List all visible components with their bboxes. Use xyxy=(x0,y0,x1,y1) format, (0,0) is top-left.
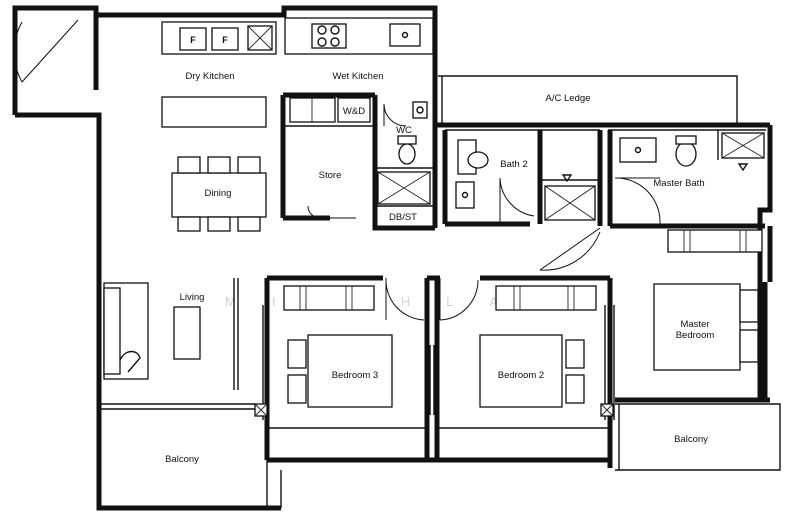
label-wc: WC xyxy=(396,125,412,136)
outer-walls xyxy=(12,5,773,511)
entrance-door xyxy=(13,19,79,83)
wd-fixtures xyxy=(289,97,371,123)
label-dry-kitchen: Dry Kitchen xyxy=(185,71,234,82)
store-door xyxy=(307,205,356,219)
label-living: Living xyxy=(180,292,205,303)
label-db-st: DB/ST xyxy=(389,212,417,223)
bedroom-walls xyxy=(264,226,773,468)
label-store: Store xyxy=(319,170,342,181)
label-balcony-right: Balcony xyxy=(674,434,708,445)
room-labels: Dry Kitchen Wet Kitchen A/C Ledge W&D WC… xyxy=(165,71,714,465)
balcony-left-outline xyxy=(99,403,282,508)
label-balcony-left: Balcony xyxy=(165,454,199,465)
master-bath-walls xyxy=(607,129,766,229)
label-wd: W&D xyxy=(343,106,365,117)
bath2-walls xyxy=(442,129,603,227)
ac-ledge-outline xyxy=(438,75,738,125)
label-master-bedroom-line1: Master xyxy=(680,319,709,330)
balcony-right-outline xyxy=(615,403,781,471)
bedroom3-furniture xyxy=(283,277,425,408)
corridor-door xyxy=(539,227,601,271)
bath2-fixtures xyxy=(455,139,596,222)
kitchen-island xyxy=(161,96,267,128)
label-bedroom2: Bedroom 2 xyxy=(498,370,544,381)
fridge-label-a: F xyxy=(190,35,196,45)
label-wet-kitchen: Wet Kitchen xyxy=(332,71,383,82)
label-bath2: Bath 2 xyxy=(500,159,527,170)
fridge-label-b: F xyxy=(222,35,228,45)
living-furniture xyxy=(103,278,239,390)
bedroom2-furniture xyxy=(439,278,597,408)
dining-table xyxy=(171,156,267,232)
label-ac-ledge: A/C Ledge xyxy=(546,93,591,104)
label-master-bath: Master Bath xyxy=(653,178,704,189)
windows xyxy=(262,305,615,420)
master-wardrobe xyxy=(667,229,763,253)
master-bedroom-furniture xyxy=(653,283,759,371)
service-shafts xyxy=(254,403,614,417)
wc-fixtures xyxy=(383,101,428,165)
db-st-shower xyxy=(377,171,431,205)
label-master-bedroom-line2: Bedroom xyxy=(676,330,715,341)
master-bath-fixtures xyxy=(614,132,765,225)
kitchen-counters: F F xyxy=(161,17,434,55)
label-dining: Dining xyxy=(205,188,232,199)
label-bedroom3: Bedroom 3 xyxy=(332,370,378,381)
service-core-walls xyxy=(280,92,438,231)
